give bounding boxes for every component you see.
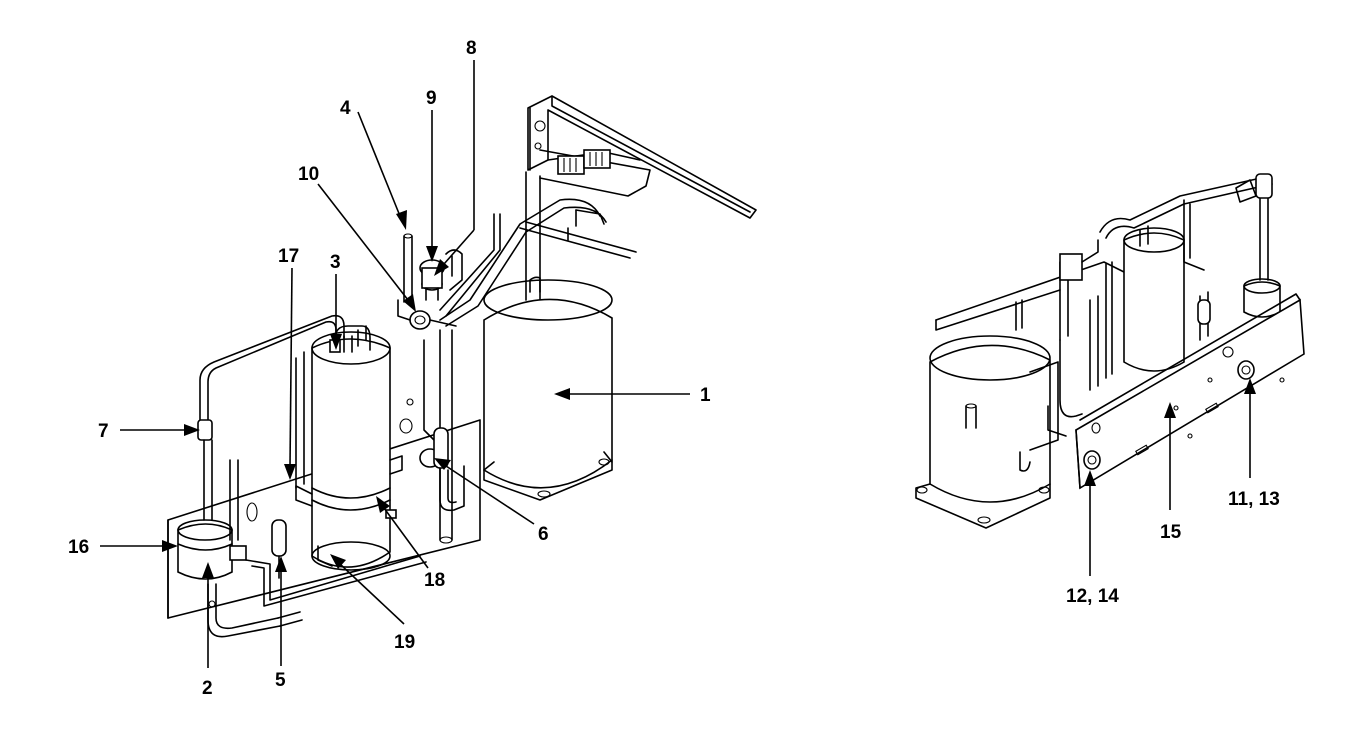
- right-assembly-view: [915, 173, 1305, 529]
- callout-5: 5: [275, 670, 286, 691]
- callout-12-14: 12, 14: [1066, 586, 1119, 607]
- callout-17: 17: [278, 246, 299, 267]
- callout-6: 6: [538, 524, 549, 545]
- callout-8: 8: [466, 38, 477, 59]
- callout-18: 18: [424, 570, 445, 591]
- callout-4: 4: [340, 98, 351, 119]
- callout-10: 10: [298, 164, 319, 185]
- callout-16: 16: [68, 537, 89, 558]
- callout-15: 15: [1160, 522, 1182, 543]
- callout-9: 9: [426, 88, 437, 109]
- callout-3: 3: [330, 252, 341, 273]
- leader-lines: [100, 60, 1256, 668]
- callout-1: 1: [700, 385, 711, 406]
- callout-19: 19: [394, 632, 415, 653]
- callout-7: 7: [98, 421, 109, 442]
- callout-2: 2: [202, 678, 213, 699]
- left-assembly-view: [167, 95, 757, 638]
- callout-labels: 1 2 3 4 5 6 7 8 9 10 11, 13 12, 14 15 16…: [68, 38, 1280, 699]
- callout-11-13: 11, 13: [1228, 489, 1280, 510]
